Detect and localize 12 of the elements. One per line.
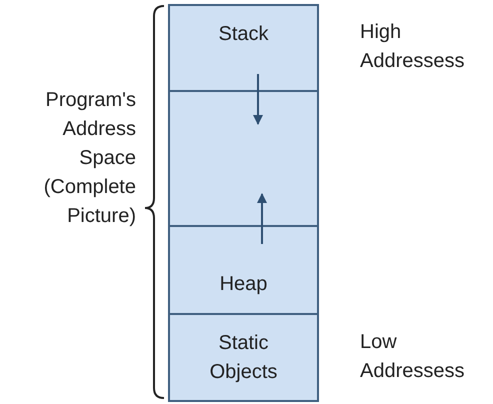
- arrow: [257, 193, 267, 244]
- segment-label: Heap: [220, 272, 268, 297]
- address-note: Low Addressess: [360, 330, 466, 384]
- static-segment: [168, 313, 319, 402]
- address-note: High Addressess: [360, 20, 466, 74]
- stack-segment: [168, 4, 319, 92]
- heap-segment: [168, 225, 319, 315]
- arrow: [253, 74, 263, 125]
- segment-label: Static Objects: [208, 330, 278, 384]
- free-memory-segment: [168, 90, 319, 227]
- segment-label: Stack: [218, 22, 269, 47]
- address-space-label: Program's Address Space (Complete Picture): [42, 88, 136, 229]
